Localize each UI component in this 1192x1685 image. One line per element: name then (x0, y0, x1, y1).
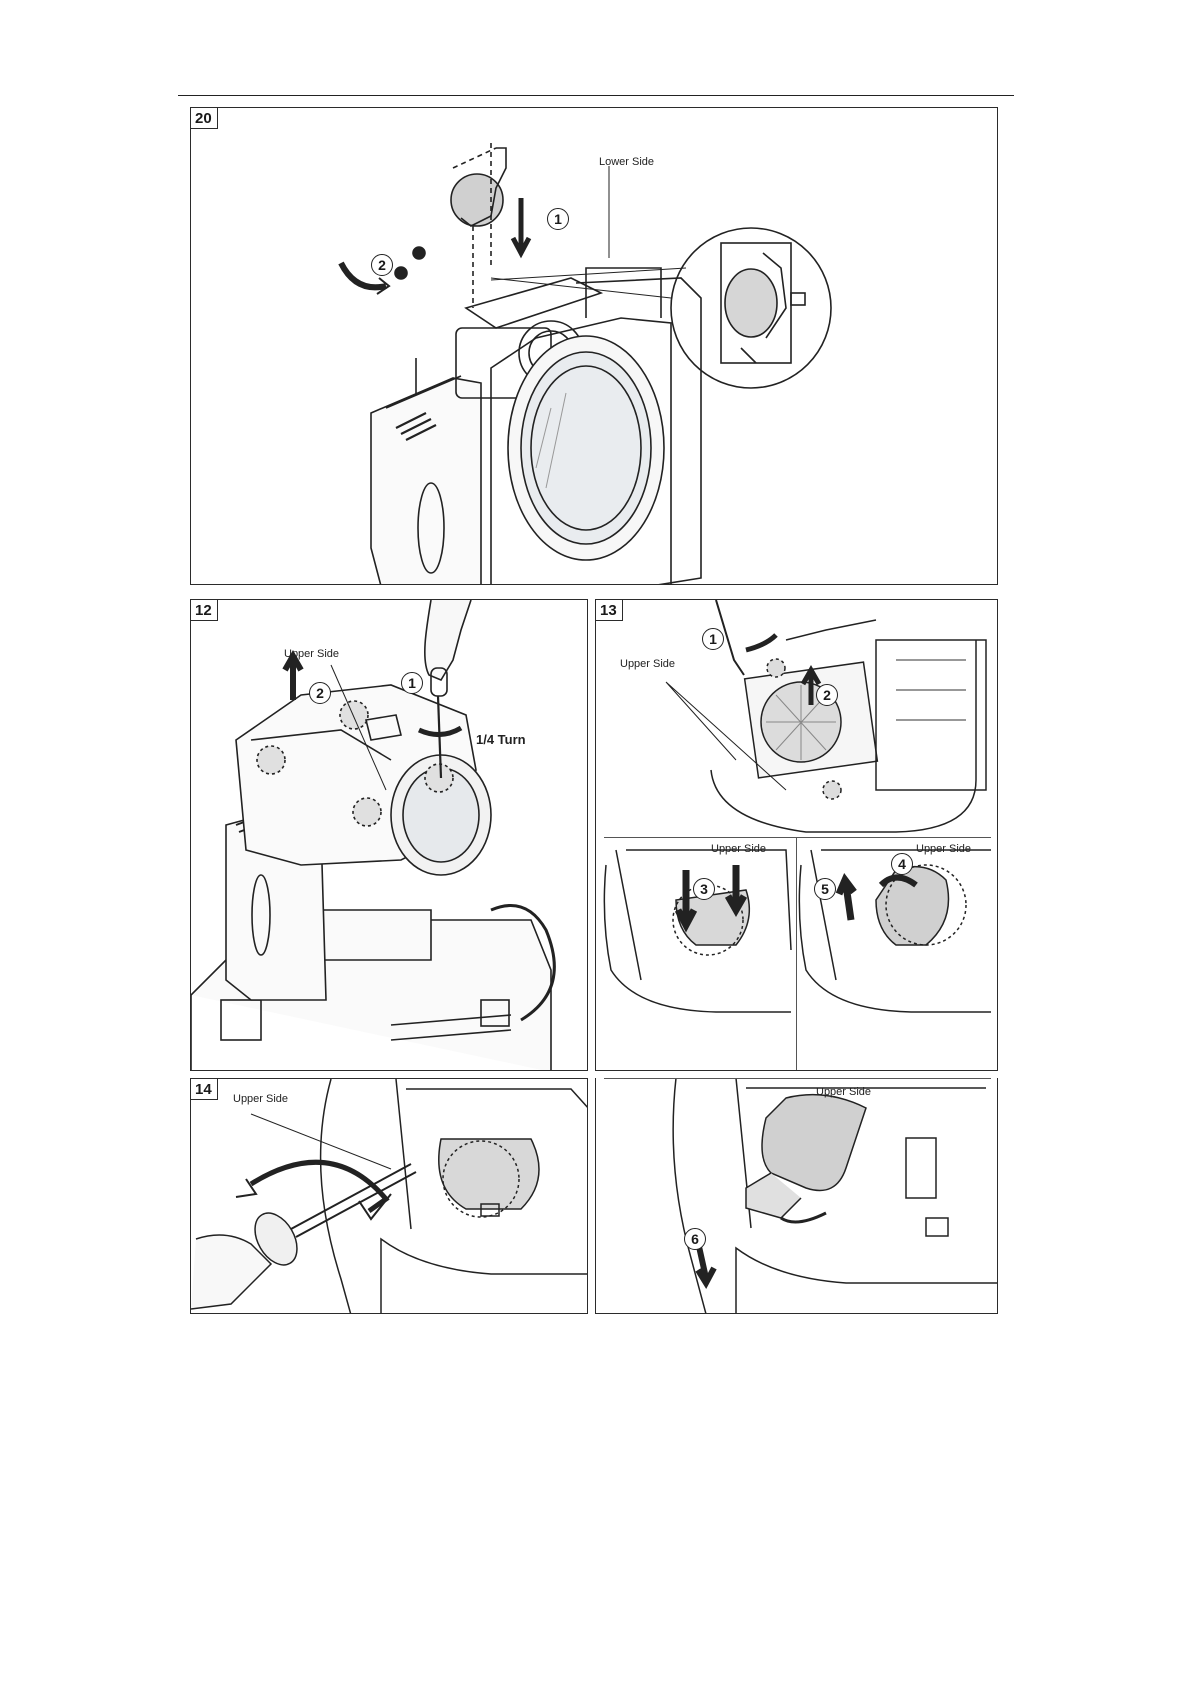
lamp-cable-removal-illustration (596, 1078, 998, 1314)
step-5-marker: 5 (814, 878, 836, 900)
upper-side-label: Upper Side (711, 843, 766, 855)
upper-side-label: Upper Side (620, 658, 675, 670)
panel-divider (604, 1078, 991, 1079)
fixture-head-lens-illustration (191, 108, 998, 585)
upper-side-label: Upper Side (916, 843, 971, 855)
step-3-marker: 3 (693, 878, 715, 900)
upper-side-label: Upper Side (284, 648, 339, 660)
header-rule (178, 95, 1014, 96)
panel-divider (604, 837, 991, 838)
figure-20-panel: 20 (190, 107, 998, 585)
step-4-marker: 4 (891, 853, 913, 875)
figure-14-panel: 14 Upper Side (190, 1078, 588, 1314)
fan-and-lamp-removal-illustration (596, 600, 998, 1071)
step-1-marker: 1 (547, 208, 569, 230)
step-1-marker: 1 (401, 672, 423, 694)
lamp-socket-screw-illustration (191, 1079, 588, 1314)
figure-14-continued-panel: Upper Side 6 (595, 1078, 998, 1314)
figure-12-panel: 12 (190, 599, 588, 1071)
step-1-marker: 1 (702, 628, 724, 650)
step-2-marker: 2 (309, 682, 331, 704)
figure-13-number: 13 (596, 600, 623, 621)
figure-12-number: 12 (191, 600, 218, 621)
figure-14-number: 14 (191, 1079, 218, 1100)
step-6-marker: 6 (684, 1228, 706, 1250)
upper-side-label: Upper Side (816, 1086, 871, 1098)
step-2-marker: 2 (371, 254, 393, 276)
lower-side-label: Lower Side (599, 156, 654, 168)
panel-divider (796, 837, 797, 1071)
step-2-marker: 2 (816, 684, 838, 706)
upper-side-label: Upper Side (233, 1093, 288, 1105)
fixture-cover-removal-illustration (191, 600, 588, 1071)
figure-13-panel: 13 (595, 599, 998, 1071)
quarter-turn-label: 1/4 Turn (476, 732, 526, 747)
figure-20-number: 20 (191, 108, 218, 129)
